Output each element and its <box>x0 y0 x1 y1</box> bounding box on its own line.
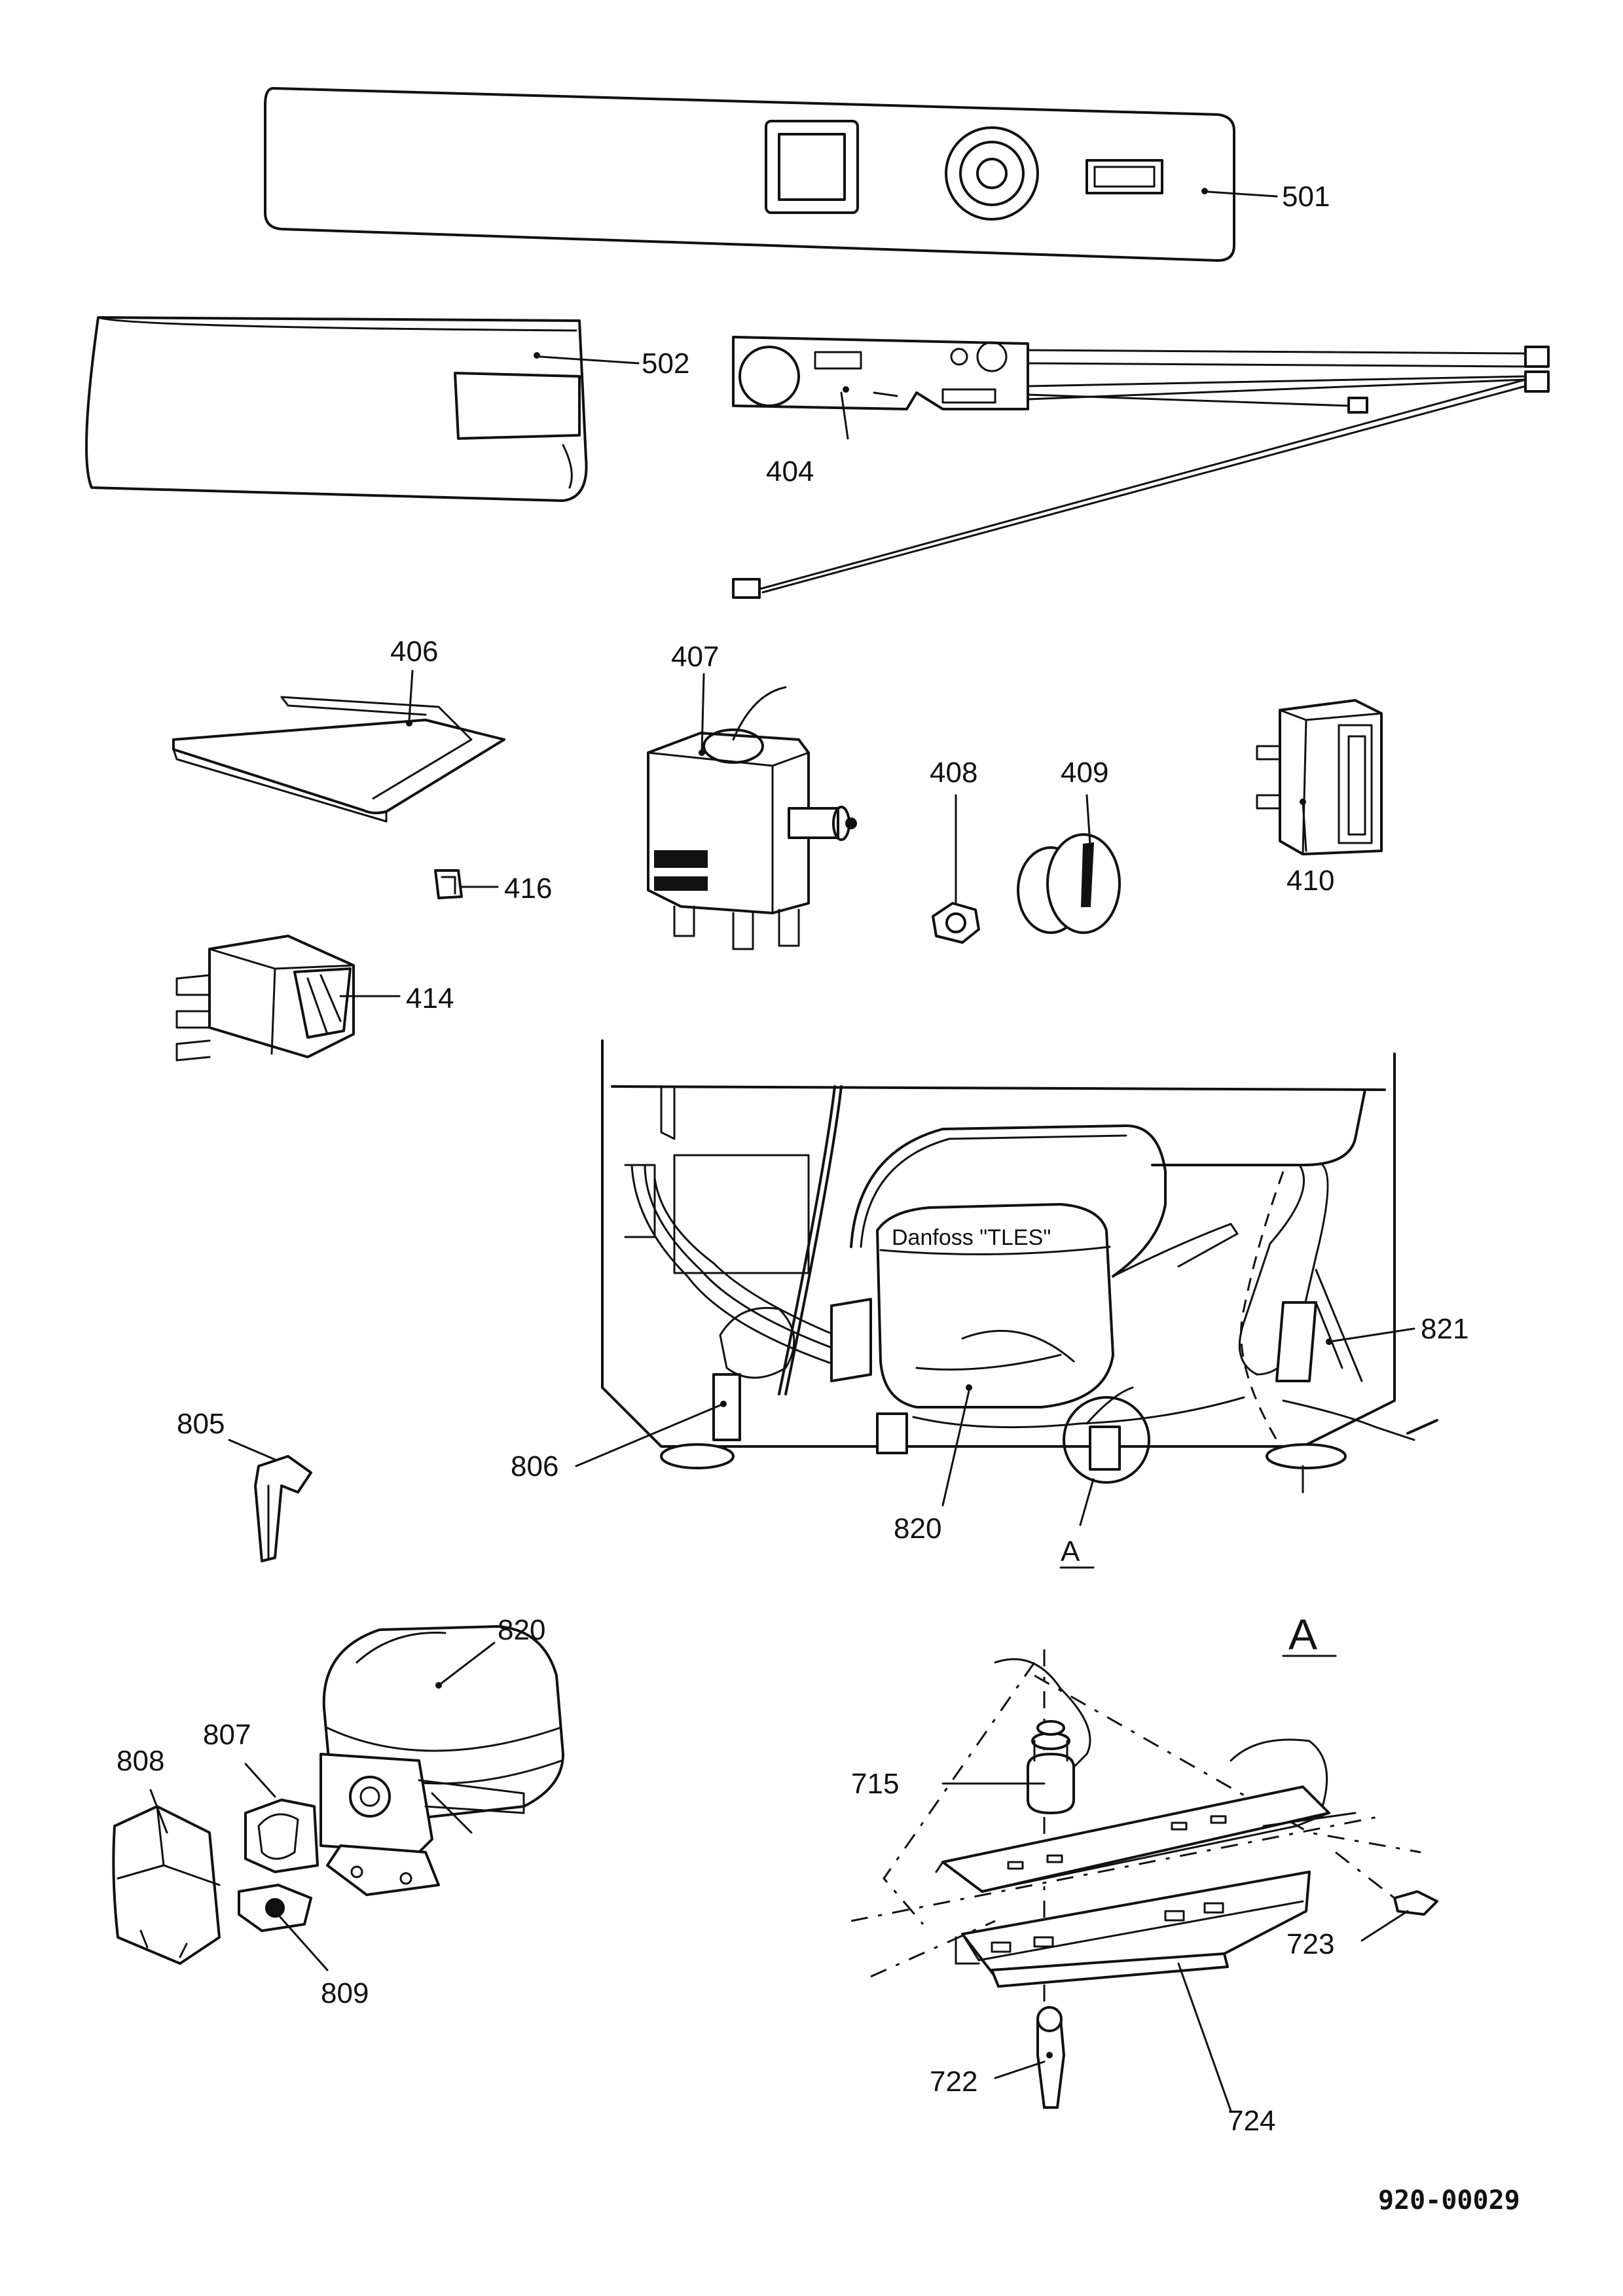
label-408: 408 <box>930 757 977 789</box>
part-416-clip <box>434 869 499 899</box>
compressor-brand-text: Danfoss "TLES" <box>892 1225 1051 1250</box>
part-409-knob <box>1017 794 1121 934</box>
label-410: 410 <box>1286 865 1334 897</box>
label-809: 809 <box>321 1977 369 2009</box>
part-502-cover <box>85 316 640 502</box>
label-821: 821 <box>1421 1313 1468 1345</box>
label-502: 502 <box>642 348 689 380</box>
label-715: 715 <box>851 1768 899 1800</box>
label-414: 414 <box>406 982 454 1014</box>
label-723: 723 <box>1286 1928 1334 1960</box>
label-409: 409 <box>1061 757 1108 789</box>
label-407: 407 <box>671 641 719 673</box>
part-805-relay-clip <box>228 1439 312 1562</box>
label-807: 807 <box>203 1719 251 1751</box>
label-808: 808 <box>117 1745 164 1777</box>
part-809-overload <box>238 1884 329 1971</box>
part-820-compressor <box>319 1625 564 1896</box>
label-724: 724 <box>1228 2105 1275 2137</box>
label-404: 404 <box>766 456 814 488</box>
detail-a-title: A <box>1288 1610 1317 1659</box>
part-808-terminal-cover <box>112 1789 221 1965</box>
part-404-circuit-board <box>732 336 1550 599</box>
label-416: 416 <box>504 872 552 905</box>
label-722: 722 <box>930 2066 977 2098</box>
part-408-nut <box>932 794 980 944</box>
part-501-control-panel <box>264 86 1278 262</box>
detail-a-mounting <box>850 1649 1438 2112</box>
part-407-thermostat <box>647 673 857 950</box>
label-820-detail: 820 <box>498 1614 545 1646</box>
compressor-compartment-assembly: Danfoss "TLES" <box>575 1039 1438 1569</box>
label-805: 805 <box>177 1408 225 1440</box>
label-806: 806 <box>511 1450 558 1482</box>
part-807-relay <box>244 1763 319 1873</box>
label-820-assembly: 820 <box>894 1513 941 1545</box>
part-414-rocker-switch <box>175 935 401 1062</box>
part-410-switch <box>1256 699 1383 855</box>
label-501: 501 <box>1282 181 1330 213</box>
detail-marker-a: A <box>1061 1535 1080 1568</box>
label-406: 406 <box>390 636 438 668</box>
part-406-bracket <box>172 670 505 823</box>
document-code: 920-00029 <box>1378 2185 1520 2215</box>
